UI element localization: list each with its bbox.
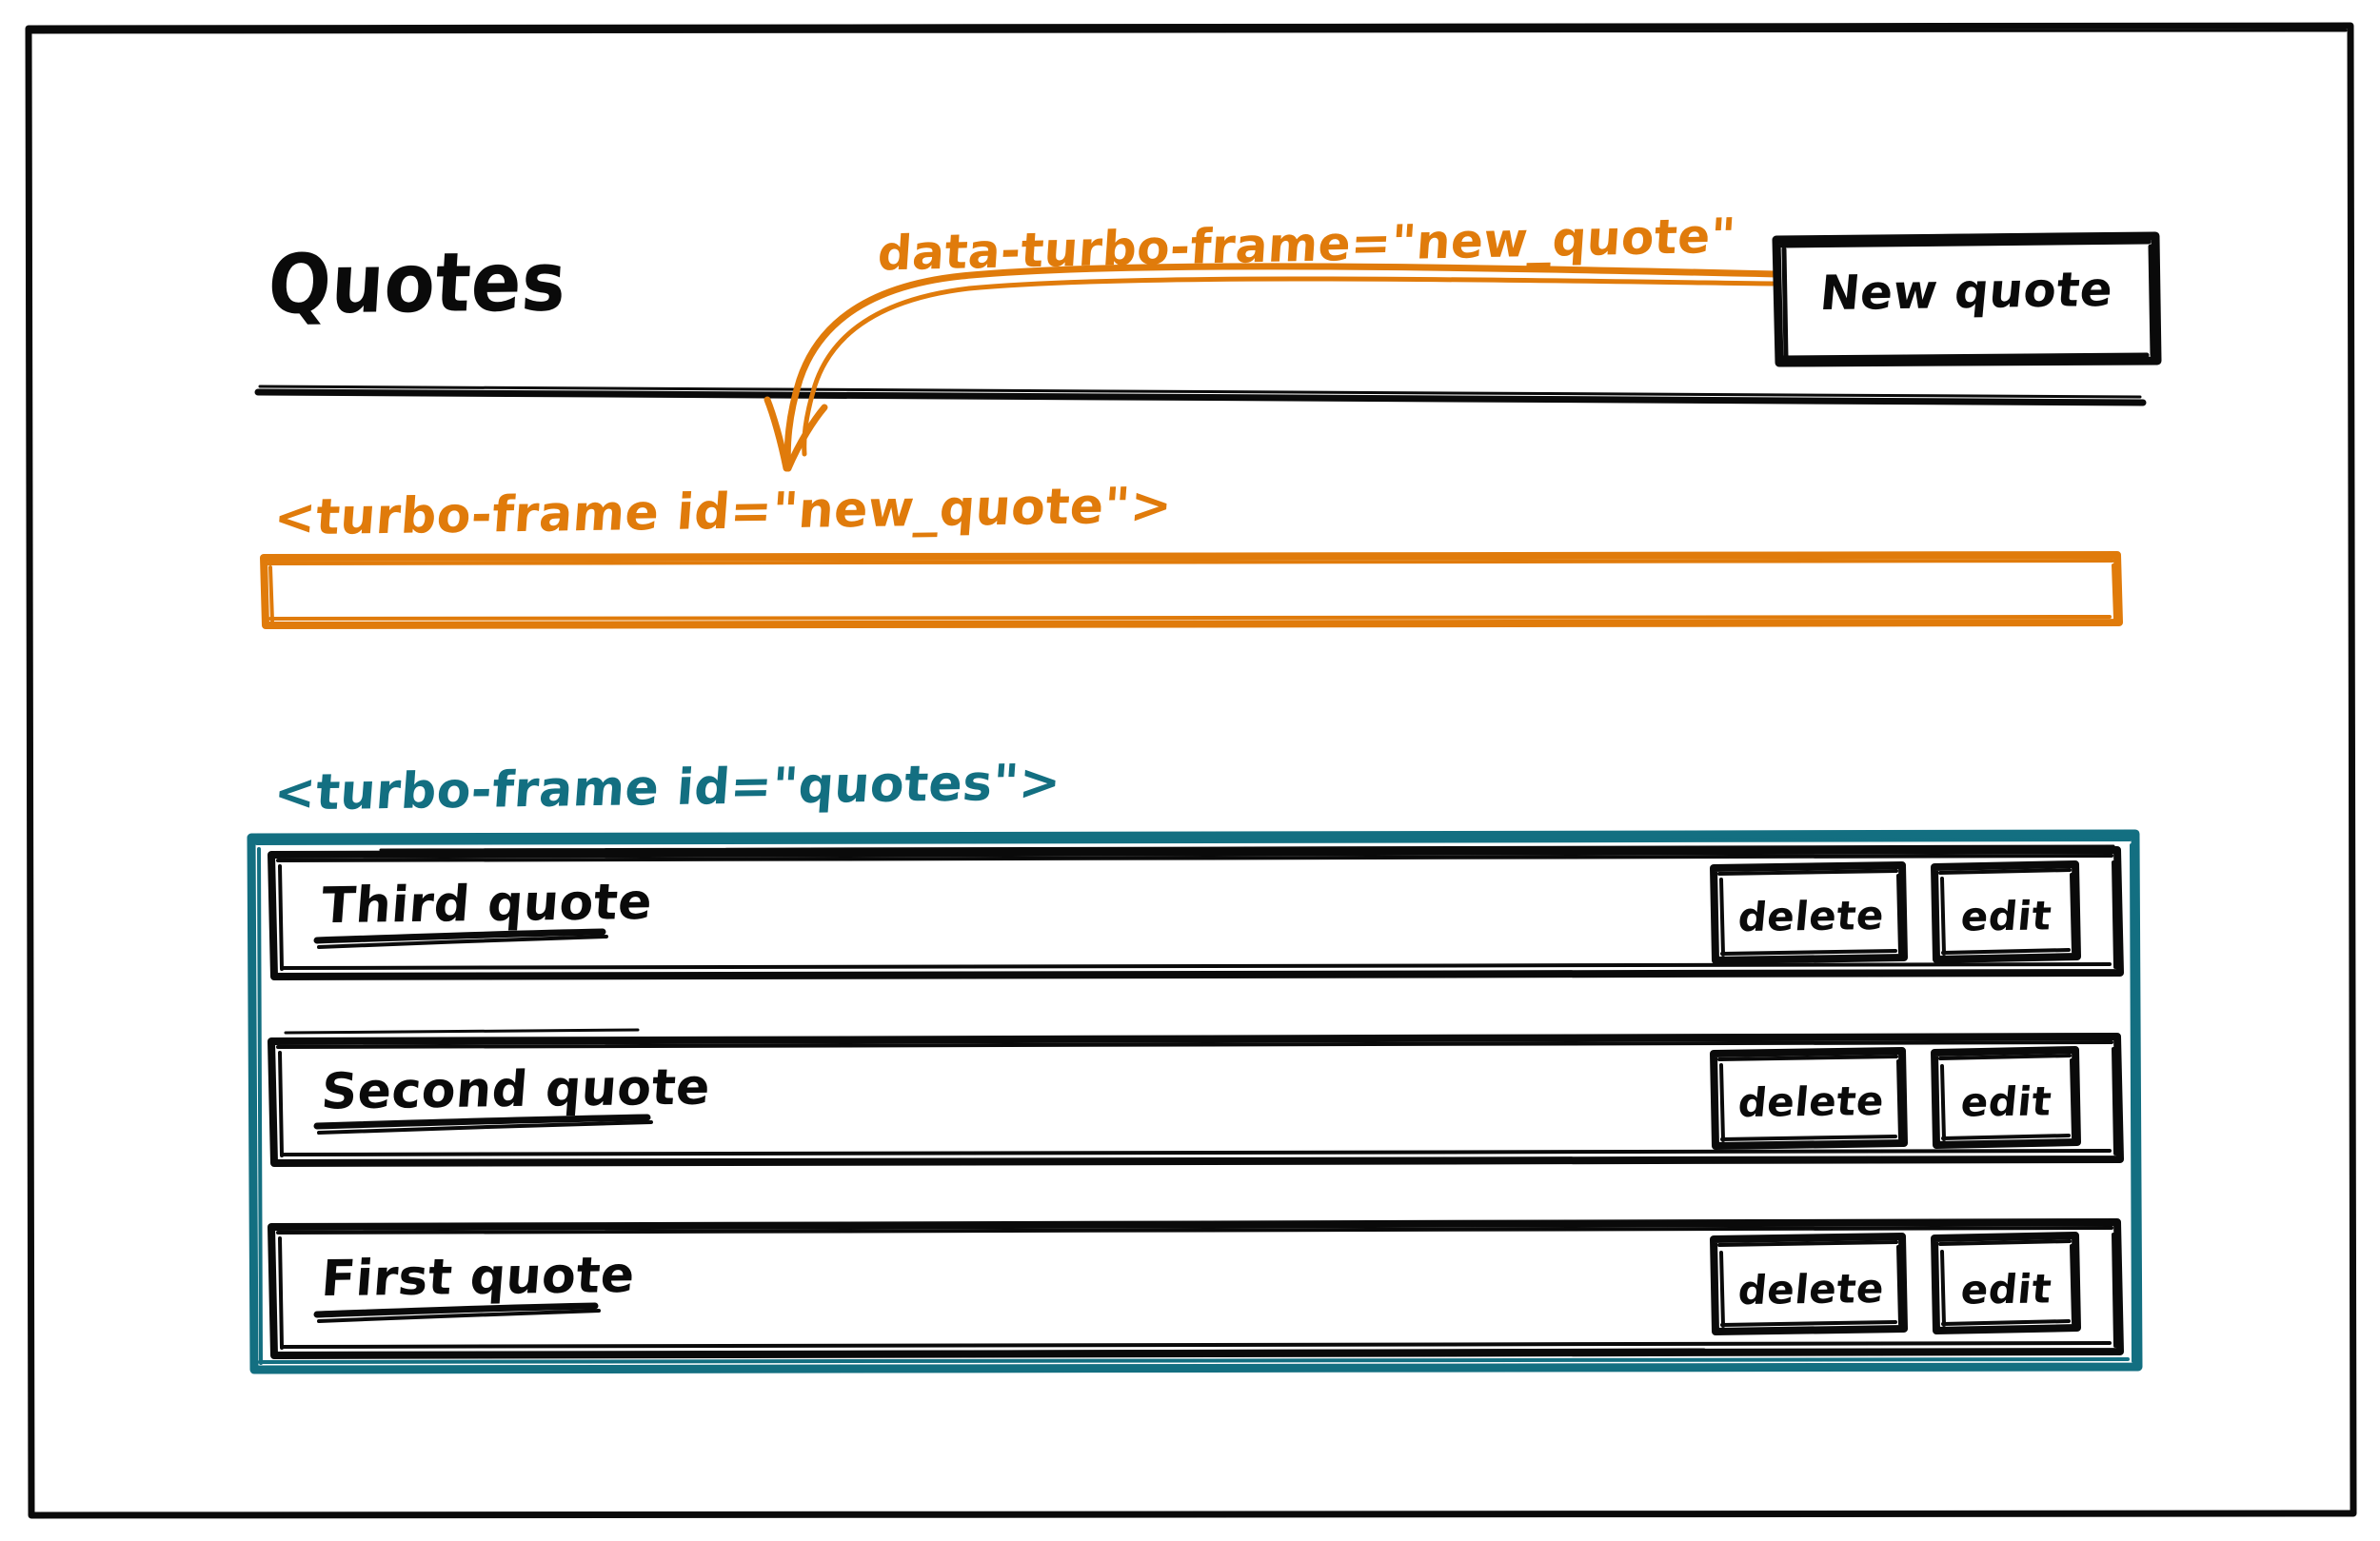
edit-button[interactable] [1934,1050,2077,1145]
header-divider [254,385,2147,406]
delete-button-outline [1710,861,1908,964]
quote-title-underline [313,1302,601,1323]
annotation-arrow [764,263,1780,472]
quotes-frame-box [247,829,2143,1374]
delete-button-outline [1710,1047,1908,1150]
delete-button[interactable] [1714,1236,1904,1332]
page-border [25,22,2357,1519]
edit-button-outline [1931,860,2081,963]
new-quote-turbo-frame[interactable] [264,555,2119,625]
turbo-frame-label-quotes: <turbo-frame id="quotes"> [271,754,1063,822]
quote-title-link[interactable]: First quote [319,1246,637,1309]
new-quote-button-outline [1772,231,2162,367]
quote-row-box [268,1028,2124,1167]
new-quote-frame-box [260,551,2123,629]
quote-title-underline [313,928,608,949]
delete-button[interactable] [1714,1051,1904,1146]
quote-title-link[interactable]: Second quote [319,1058,713,1121]
delete-button-outline [1710,1233,1908,1335]
edit-button[interactable] [1934,1235,2077,1331]
quote-title-link[interactable]: Third quote [319,873,655,936]
edit-button-outline [1931,1232,2081,1334]
quote-row-box [268,1218,2124,1359]
delete-button[interactable] [1714,865,1904,960]
quote-title-underline [313,1114,653,1135]
page-title: Quotes [265,234,569,333]
edit-button-outline [1931,1046,2081,1149]
new-quote-button[interactable] [1776,236,2157,363]
quote-row-box [268,844,2124,980]
edit-button[interactable] [1934,864,2077,959]
